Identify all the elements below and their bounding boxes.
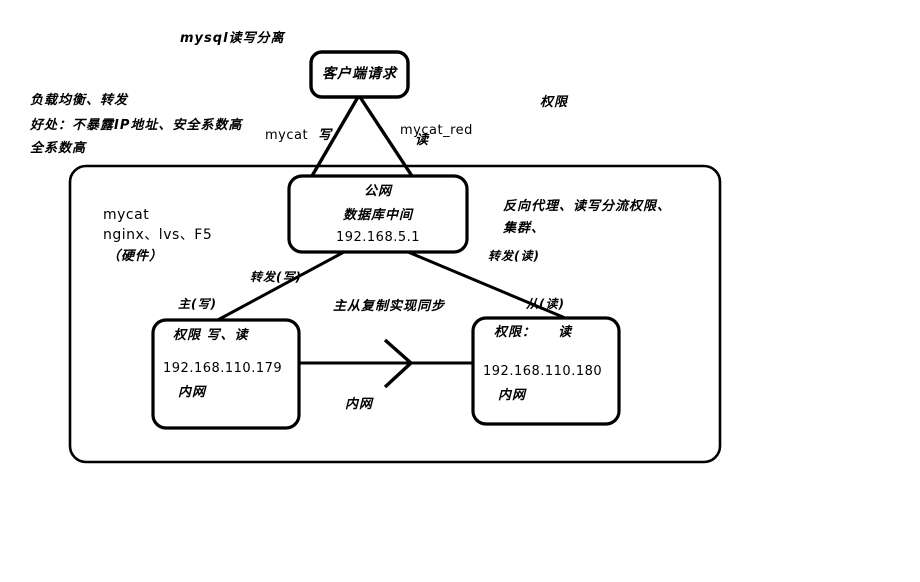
master-node-box[interactable] xyxy=(151,318,301,430)
annotation-load-balancing: 负载均衡、转发 xyxy=(30,93,129,108)
edge-label-forward-write: 转发(写) xyxy=(250,270,302,284)
master-permission-label: 权限 写、读 xyxy=(173,328,249,343)
middleware-network-label: 公网 xyxy=(363,184,392,199)
annotation-permission: 权限 xyxy=(540,95,569,110)
label-replication-sync: 主从复制实现同步 xyxy=(333,299,446,314)
master-ip-label: 192.168.110.179 xyxy=(163,361,283,376)
annotation-stack-hardware: （硬件） xyxy=(107,249,164,264)
label-replication-network: 内网 xyxy=(345,397,374,412)
client-node-box[interactable] xyxy=(309,50,410,99)
master-network-label: 内网 xyxy=(178,385,207,400)
client-node-label: 客户端请求 xyxy=(322,66,397,82)
edge-client-to-middleware-read xyxy=(358,96,414,177)
edge-label-write-op: 写 xyxy=(318,128,333,143)
middleware-role-label: 数据库中间 xyxy=(342,208,413,223)
slave-ip-label: 192.168.110.180 xyxy=(483,364,603,379)
slave-permission-label: 权限： 读 xyxy=(494,325,573,340)
edge-label-forward-read: 转发(读) xyxy=(488,249,540,263)
annotation-stack-nginx-lvs-f5: nginx、lvs、F5 xyxy=(103,227,213,243)
label-slave-role: 从(读) xyxy=(526,297,565,311)
edge-label-mycat: mycat xyxy=(265,128,309,143)
middleware-ip-label: 192.168.5.1 xyxy=(335,230,421,245)
annotation-cluster: 集群、 xyxy=(503,221,546,236)
annotation-benefits: 好处：不暴露IP地址、安全系数高 xyxy=(30,118,243,133)
middleware-node-box[interactable] xyxy=(287,174,469,254)
slave-network-label: 内网 xyxy=(498,388,527,403)
label-master-role: 主(写) xyxy=(178,297,217,311)
edge-middleware-to-master xyxy=(213,250,345,324)
slave-node-box[interactable] xyxy=(471,316,621,426)
replication-arrowhead xyxy=(383,338,414,389)
edge-client-to-middleware-write xyxy=(310,96,360,177)
edge-label-read-op: 读 xyxy=(415,133,430,148)
annotation-stack-mycat: mycat xyxy=(103,207,150,223)
edge-label-mycat-red: mycat_red xyxy=(400,123,473,138)
annotation-security-factor: 全系数高 xyxy=(30,141,87,156)
diagram-title: mysql读写分离 xyxy=(180,31,285,46)
annotation-reverse-proxy: 反向代理、读写分流权限、 xyxy=(503,199,672,214)
outer-boundary-box xyxy=(68,164,722,464)
edge-middleware-to-slave xyxy=(407,250,571,322)
